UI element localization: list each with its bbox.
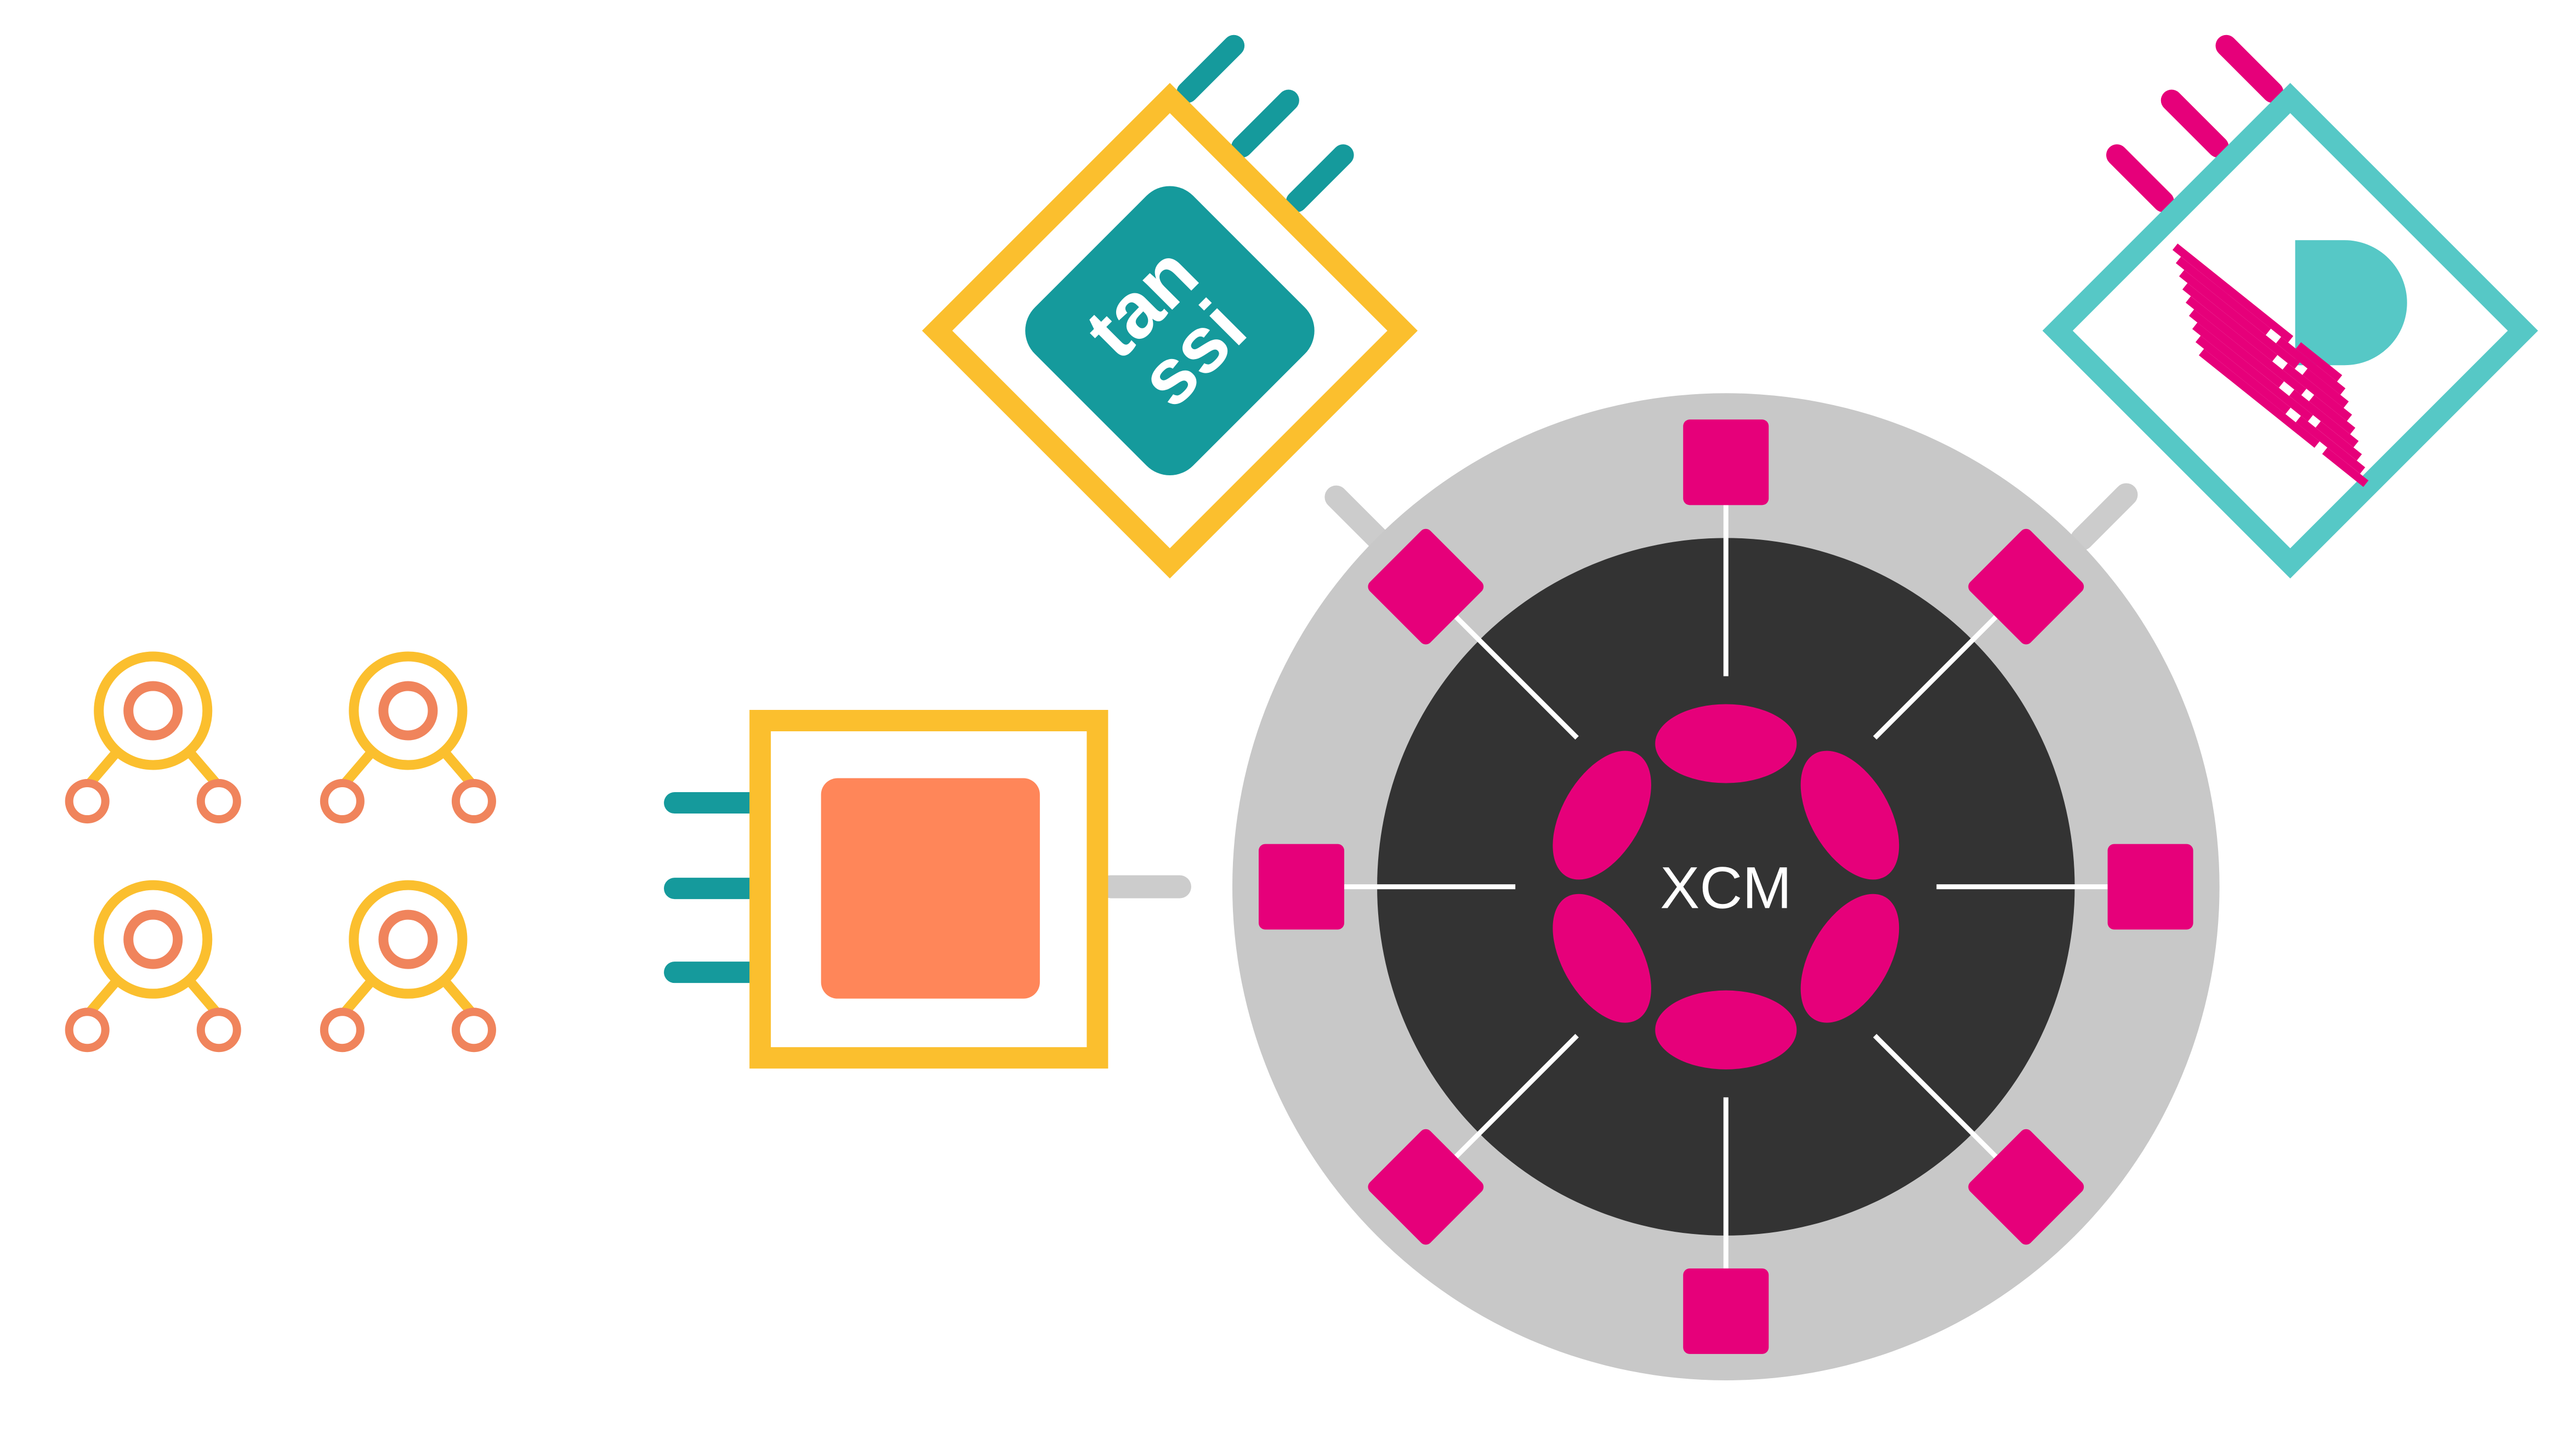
hub-port: [1368, 528, 1484, 645]
external-chain-logo-stripe: [2195, 335, 2366, 474]
node-cluster-icon: [320, 651, 496, 824]
node-cluster-center: [123, 681, 183, 741]
node-cluster-child-right: [196, 779, 241, 824]
hub-spoke: [1873, 615, 1998, 740]
hub-spoke: [1454, 1034, 1579, 1159]
tanssi-pin-1: [1176, 35, 1245, 103]
node-cluster-child-left: [65, 1008, 110, 1053]
appchain-module: [664, 709, 1191, 1069]
polkadot-dot: [1655, 704, 1797, 783]
node-cluster-child-left: [320, 779, 365, 824]
external-chain-logo-semicircle: [2295, 240, 2407, 366]
node-cluster-outer-ring: [349, 880, 468, 999]
external-chain-connector: [2070, 483, 2138, 551]
node-cluster-child-right: [196, 1008, 241, 1053]
appchain-connector: [1099, 875, 1191, 898]
node-cluster-center: [378, 909, 438, 969]
node-cluster-child-right: [451, 1008, 496, 1053]
appchain-core: [821, 778, 1040, 999]
hub-spokes: [1344, 505, 2108, 1269]
polkadot-logo-icon: [1553, 704, 1900, 1070]
hub-port: [1368, 1129, 1484, 1245]
polkadot-dot: [1553, 894, 1651, 1023]
hub-port: [1968, 1129, 2084, 1245]
external-chain-logo-stripe: [2179, 270, 2349, 408]
node-cluster-icon: [65, 880, 241, 1053]
hub-ports: [1258, 419, 2193, 1354]
external-chain-logo-stripes: [2172, 243, 2369, 487]
tanssi-logo-icon: [1025, 186, 1315, 475]
xcm-hub: XCM: [1232, 393, 2220, 1380]
external-chain-pin-3: [2215, 35, 2284, 103]
node-cluster-outer-ring: [94, 651, 213, 770]
node-cluster-group: [65, 651, 496, 1053]
hub-port: [1683, 1268, 1769, 1354]
tanssi-pin-3: [1286, 144, 1354, 213]
hub-spoke: [1873, 1034, 1998, 1159]
external-chain-chip: [2042, 35, 2538, 579]
node-cluster-child-left: [65, 779, 110, 824]
hub-spoke: [1454, 615, 1579, 740]
external-chain-logo-stripe: [2198, 349, 2369, 487]
node-cluster-icon: [65, 651, 241, 824]
polkadot-dot: [1655, 990, 1797, 1070]
external-chain-logo-icon: [2172, 240, 2407, 487]
node-cluster-outer-ring: [349, 651, 468, 770]
external-chain-pin-1: [2106, 144, 2174, 213]
hub-port: [1258, 844, 1345, 930]
node-cluster-icon: [320, 880, 496, 1053]
polkadot-dot: [1800, 750, 1900, 880]
external-chain-logo-stripe: [2172, 243, 2342, 382]
node-cluster-center: [378, 681, 438, 741]
external-chain-logo-stripe: [2182, 283, 2352, 422]
hub-port: [1683, 419, 1769, 505]
tanssi-connector: [1324, 485, 1392, 553]
hub-port: [2107, 844, 2193, 930]
external-chain-pin-2: [2160, 89, 2229, 158]
node-cluster-center: [123, 909, 183, 969]
tanssi-pin-2: [1231, 89, 1299, 158]
node-cluster-child-left: [320, 1008, 365, 1053]
external-chain-logo-stripe: [2192, 322, 2362, 461]
tanssi-chip: tan ssi: [922, 35, 1418, 579]
polkadot-dot: [1553, 750, 1651, 880]
hub-port: [1968, 528, 2084, 645]
polkadot-dot: [1800, 894, 1900, 1023]
external-chain-logo-stripe: [2175, 257, 2346, 395]
external-chain-logo-stripe: [2185, 296, 2356, 435]
external-chain-frame: [2042, 83, 2538, 579]
hub-label: XCM: [1660, 855, 1792, 921]
node-cluster-outer-ring: [94, 880, 213, 999]
external-chain-logo-stripe: [2188, 309, 2359, 448]
node-cluster-child-right: [451, 779, 496, 824]
